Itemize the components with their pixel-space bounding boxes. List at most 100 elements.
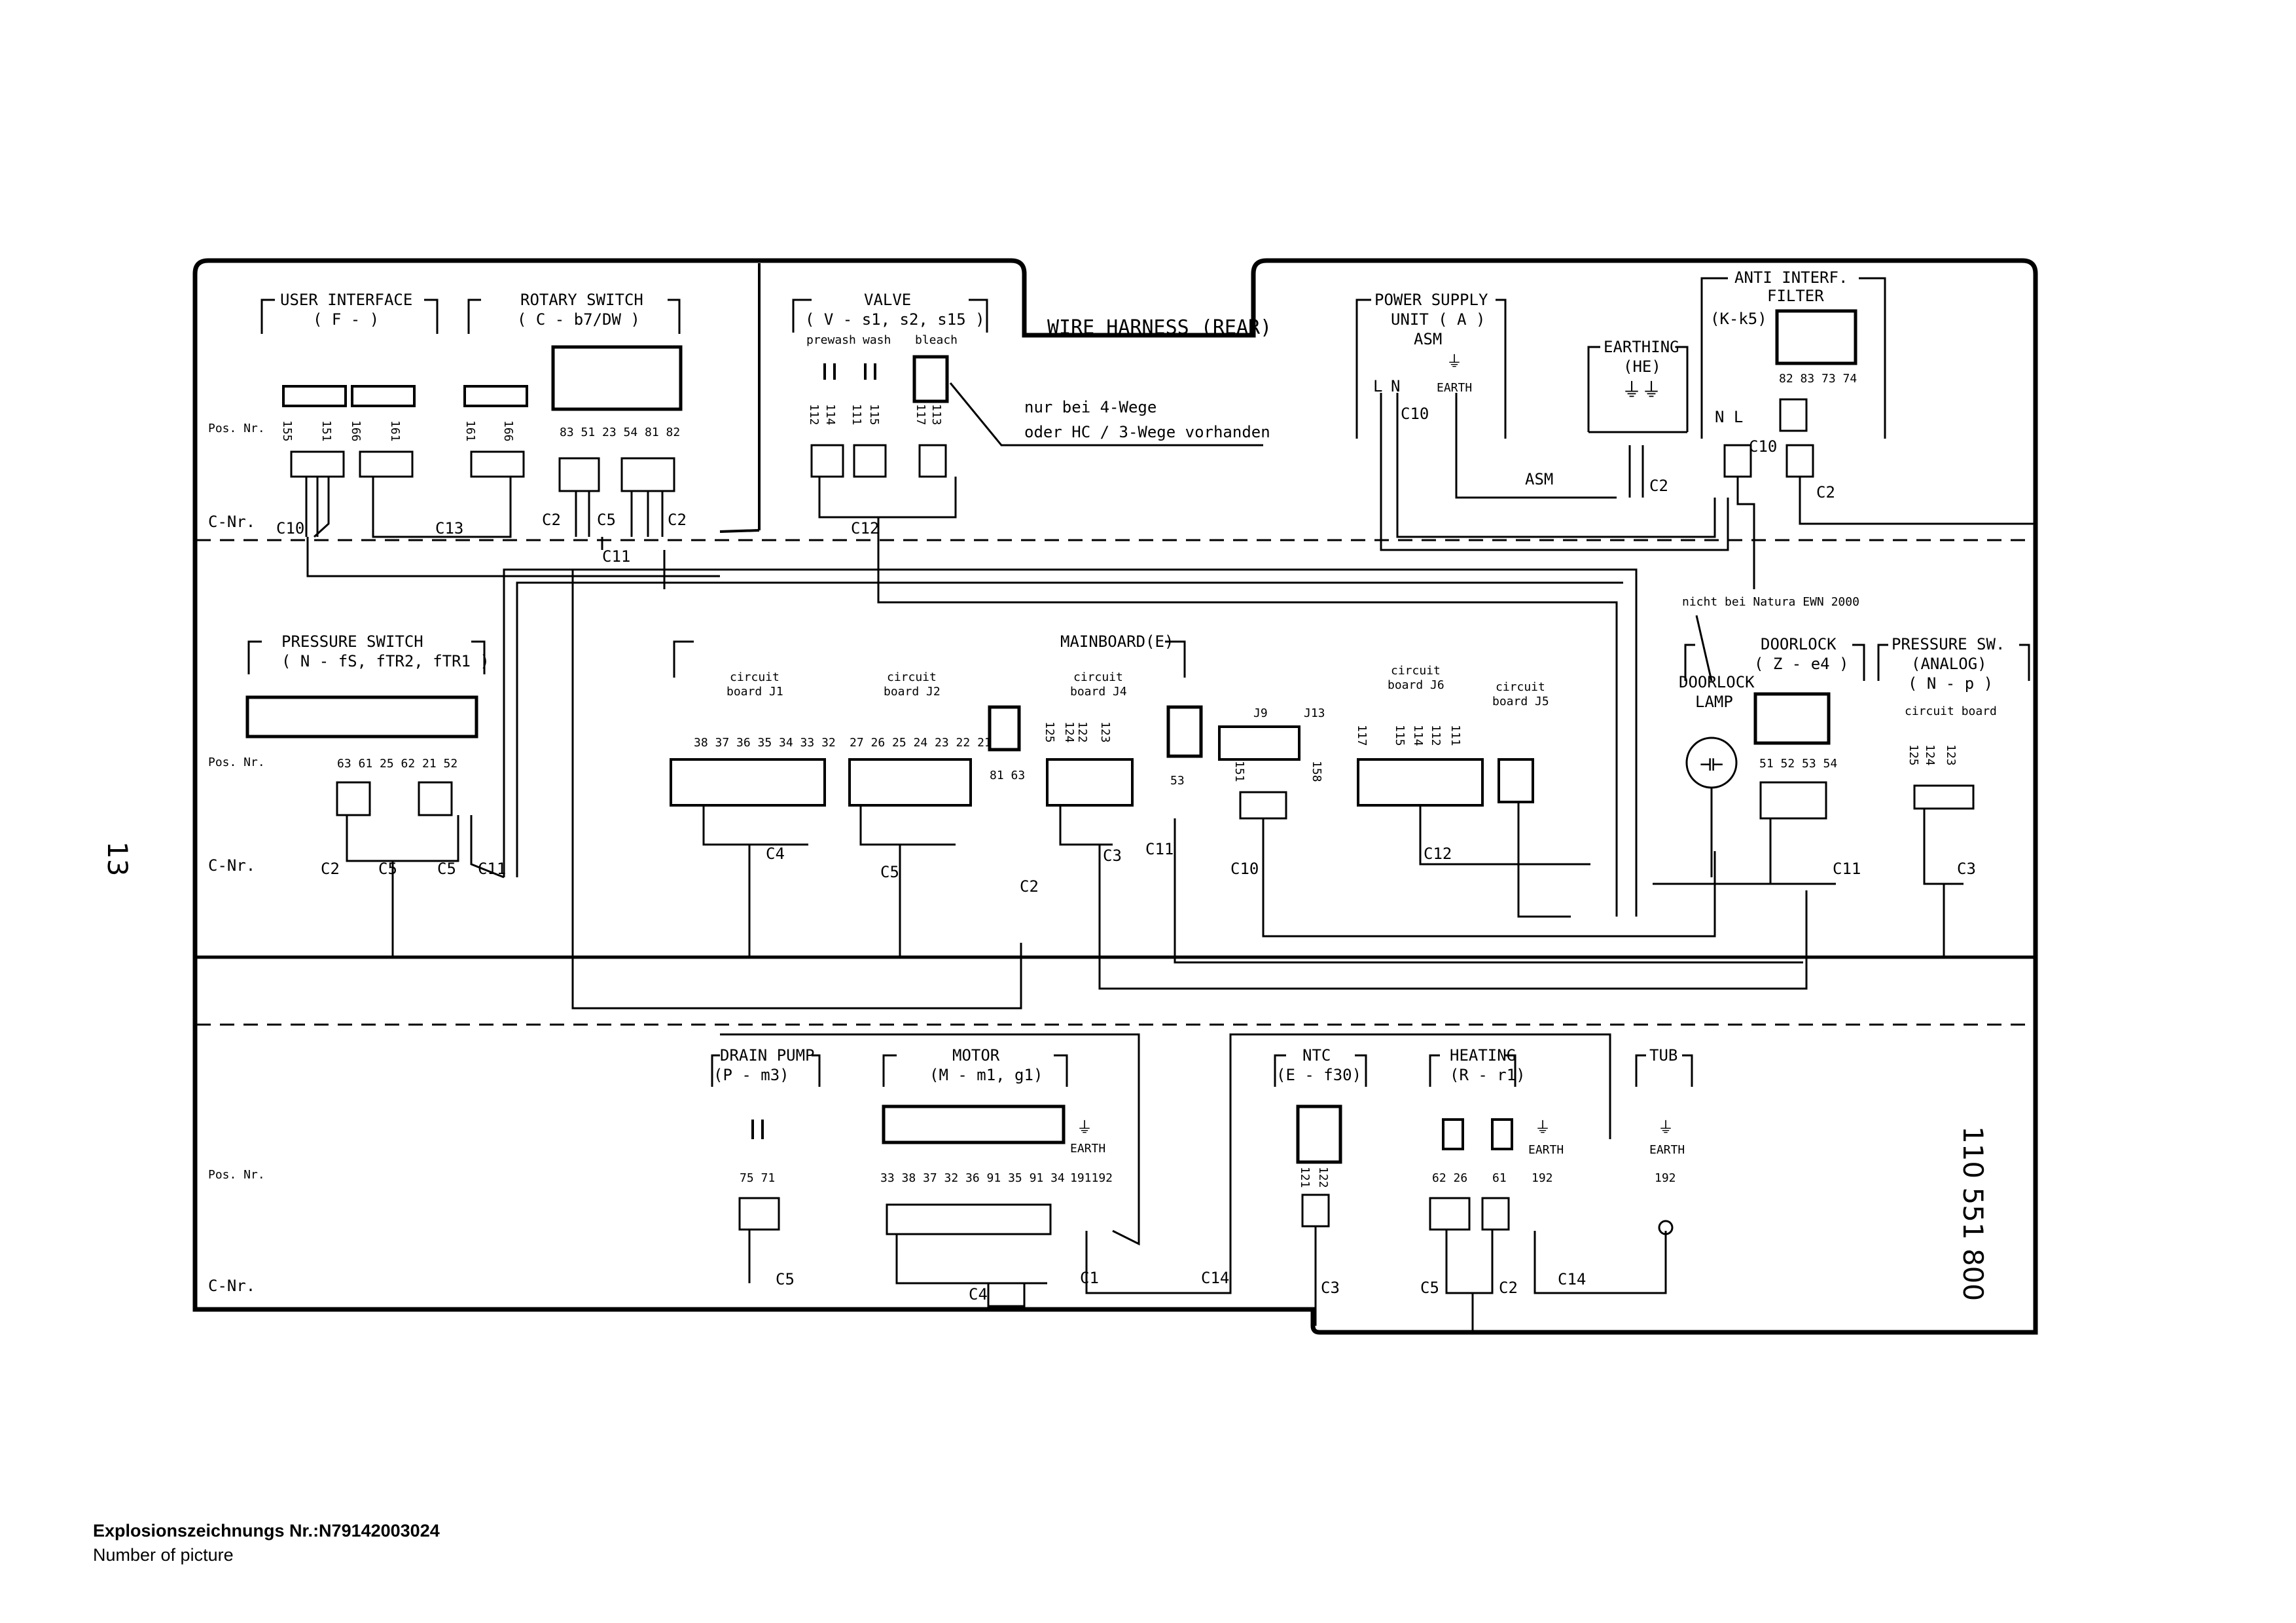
ui-cnr-c10: C10 <box>276 519 304 538</box>
rotary-switch-name: ROTARY SWITCH <box>520 291 643 309</box>
mb-j2-label2: board J2 <box>884 685 941 699</box>
mb-j4-pin-124: 124 <box>1062 721 1076 743</box>
earthing-cnr: C2 <box>1649 477 1668 495</box>
doorlock-code: ( Z - e4 ) <box>1754 655 1849 673</box>
ps-earth: EARTH <box>1437 381 1472 395</box>
valve-name: VALVE <box>864 291 911 309</box>
mainboard-name: MAINBOARD(E) <box>1060 632 1174 651</box>
motor-pos: 33 38 37 32 36 91 35 91 34 <box>880 1171 1065 1185</box>
cnr-row-label-3: C-Nr. <box>208 1277 255 1295</box>
mb-j13: J13 <box>1304 706 1325 720</box>
ntc-name: NTC <box>1302 1046 1331 1065</box>
ui-pos-151: 151 <box>319 420 333 442</box>
heating-cnr-c2: C2 <box>1499 1279 1518 1297</box>
ntc-pos-121: 121 <box>1298 1167 1312 1188</box>
pressure-sw-analog-code: (ANALOG) <box>1911 655 1987 673</box>
anti-interf-pins: N L <box>1715 408 1743 426</box>
pos-row-label-2: Pos. Nr. <box>208 756 265 769</box>
heating-earth-pos: 192 <box>1532 1171 1553 1185</box>
anti-interf-name2: FILTER <box>1767 287 1824 305</box>
mb-extra-cnr-c2: C2 <box>1020 877 1039 896</box>
mb-j4-pin-122: 122 <box>1075 721 1089 743</box>
valve-sub-bleach: bleach <box>915 333 958 347</box>
mb-j2-cnr: C5 <box>880 863 899 881</box>
heating-pos-2: 61 <box>1492 1171 1507 1185</box>
mb-j4-pin-123: 123 <box>1098 721 1112 743</box>
mb-j1-pins: 38 37 36 35 34 33 32 <box>694 736 836 750</box>
earth-icon-motor: ⏚ <box>1077 1118 1092 1137</box>
anti-interf-name: ANTI INTERF. <box>1734 268 1848 287</box>
rotary-switch-code: ( C - b7/DW ) <box>517 310 640 329</box>
mb-j5-label2: board J5 <box>1492 695 1549 708</box>
heating-name: HEATING <box>1450 1046 1516 1065</box>
power-supply-name: POWER SUPPLY <box>1374 291 1488 309</box>
drain-pump-code: (P - m3) <box>713 1066 789 1084</box>
valve-sub-prewash: prewash <box>806 333 856 347</box>
doorlock-lamp-1: DOORLOCK <box>1679 673 1755 691</box>
mb-j2-label: circuit <box>887 670 937 684</box>
ps-harness: ASM <box>1525 470 1553 488</box>
user-interface-name: USER INTERFACE <box>280 291 412 309</box>
mb-j6-pin-117: 117 <box>1355 725 1369 746</box>
earthing-name: EARTHING <box>1604 338 1679 356</box>
ui-cnr-c13: C13 <box>435 519 463 538</box>
doorlock-name: DOORLOCK <box>1761 635 1837 653</box>
psa-pin-125: 125 <box>1907 744 1920 766</box>
earth-icon-tub: ⏚ <box>1658 1118 1674 1137</box>
pressure-switch-name: PRESSURE SWITCH <box>281 632 423 651</box>
pressure-sw-analog-code2: ( N - p ) <box>1908 674 1993 693</box>
lamp-icon: ⊣⊢ <box>1700 753 1723 776</box>
earthing-code: (HE) <box>1623 357 1661 376</box>
pressure-switch-pos: 63 61 25 62 21 52 <box>337 757 457 771</box>
mb-j6-pin-111: 111 <box>1448 725 1462 746</box>
ntc-code: (E - f30) <box>1276 1066 1361 1084</box>
cnr-row-label-1: C-Nr. <box>208 513 255 531</box>
valve-pos-117: 117 <box>914 404 927 426</box>
harness-frame <box>192 258 2038 1335</box>
valve-cnr: C12 <box>851 519 879 538</box>
earth-icon-ps: ⏚ <box>1446 352 1462 371</box>
ps-pin-l: L <box>1373 377 1382 395</box>
mb-j4-cnr: C3 <box>1103 847 1122 865</box>
tub-earth-pos: 192 <box>1655 1171 1676 1185</box>
mb-extra-53: 53 <box>1170 774 1185 788</box>
drawing-number: 110 551 800 <box>1957 1126 1989 1301</box>
motor-cnr-c1: C1 <box>1080 1269 1099 1287</box>
rotary-switch-pos: 83 51 23 54 81 82 <box>560 426 680 439</box>
heating-earth: EARTH <box>1528 1143 1564 1157</box>
motor-earth: EARTH <box>1070 1142 1105 1156</box>
mb-extra-cnr-c10: C10 <box>1230 860 1259 878</box>
footer-picture-label: Number of picture <box>93 1545 234 1565</box>
anti-interf-cnr-c2: C2 <box>1816 483 1835 501</box>
ntc-pos-122: 122 <box>1316 1167 1330 1188</box>
mb-j6-label: circuit <box>1391 664 1441 678</box>
anti-interf-code: (K-k5) <box>1710 310 1767 328</box>
mb-pin-158: 158 <box>1310 761 1323 782</box>
heating-cnr-c5: C5 <box>1420 1279 1439 1297</box>
valve-pos-114: 114 <box>823 404 837 426</box>
ps-cnr-c5a: C5 <box>378 860 397 878</box>
ui-pos-155: 155 <box>280 420 294 442</box>
tub-name: TUB <box>1649 1046 1677 1065</box>
power-supply-name2: UNIT ( A ) <box>1391 310 1486 329</box>
mb-pin-151: 151 <box>1232 761 1246 782</box>
heating-pos-1: 62 26 <box>1432 1171 1467 1185</box>
mb-j1-label2: board J1 <box>726 685 783 699</box>
mb-j4-label2: board J4 <box>1070 685 1127 699</box>
anti-interf-cnr-c10: C10 <box>1749 437 1777 456</box>
valve-pos-113: 113 <box>929 404 943 426</box>
ps-cnr: C10 <box>1401 405 1429 423</box>
valve-note-2: oder HC / 3-Wege vorhanden <box>1024 423 1270 441</box>
motor-code: (M - m1, g1) <box>929 1066 1043 1084</box>
valve-note-1: nur bei 4-Wege <box>1024 398 1157 416</box>
doorlock-cnr: C11 <box>1833 860 1861 878</box>
heating-code: (R - r1) <box>1450 1066 1526 1084</box>
anti-interf-pos: 82 83 73 74 <box>1779 372 1857 386</box>
pos-row-label-1: Pos. Nr. <box>208 422 265 435</box>
motor-cnr-c4: C4 <box>969 1285 988 1304</box>
rs-cnr-c2b: C2 <box>668 511 687 529</box>
rs-cnr-c5: C5 <box>597 511 616 529</box>
psa-pin-124: 124 <box>1923 744 1937 766</box>
footer-drawing-number: Explosionszeichnungs Nr.:N79142003024 <box>93 1521 440 1541</box>
psa-pin-123: 123 <box>1944 744 1958 766</box>
